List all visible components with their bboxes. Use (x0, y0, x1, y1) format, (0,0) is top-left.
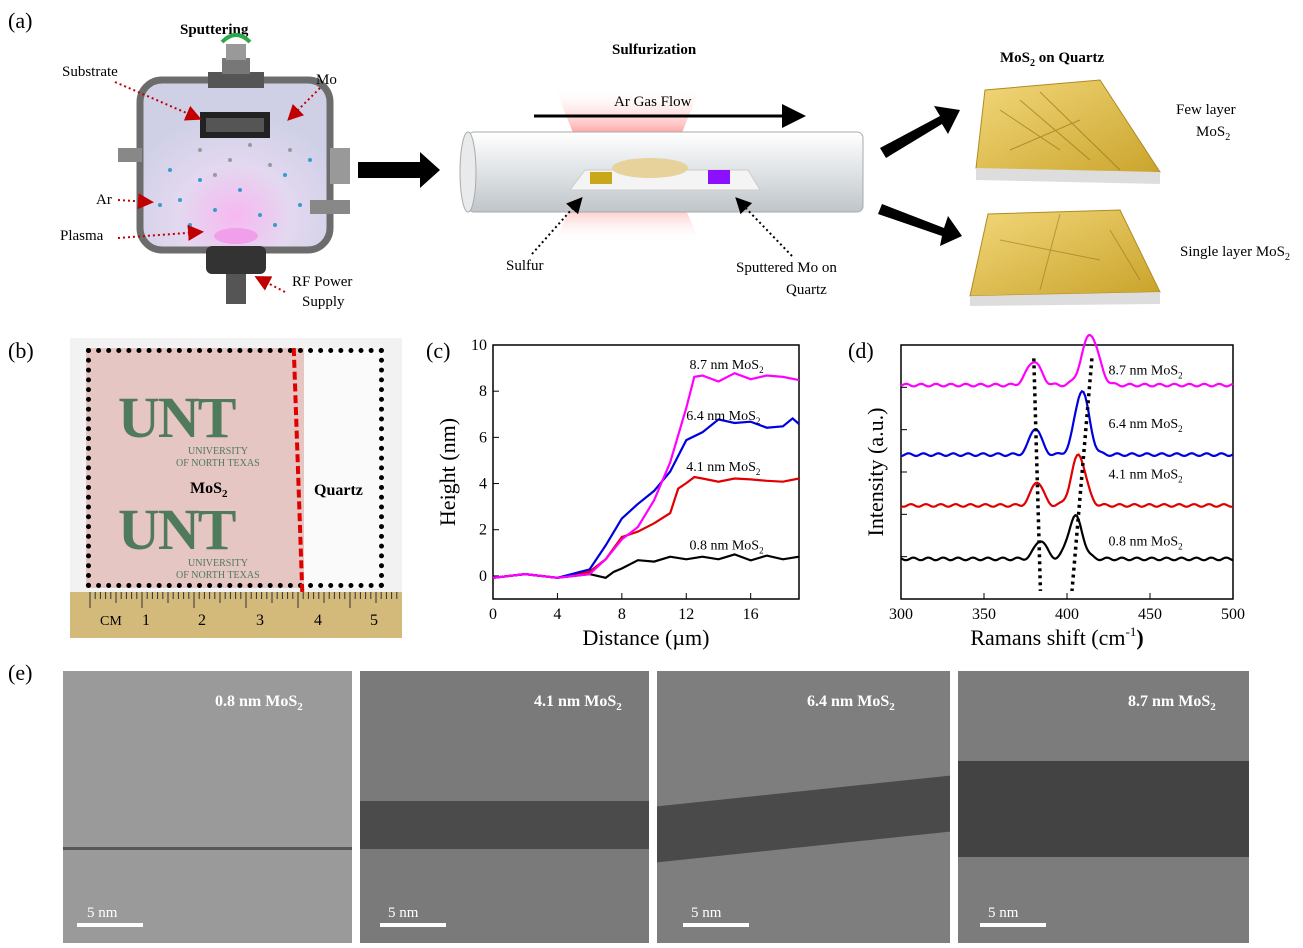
series-annotation-3: 0.8 nm MoS2 (689, 538, 763, 555)
series-annotation-1: 6.4 nm MoS2 (686, 409, 760, 426)
series-annotation-1: 6.4 nm MoS2 (1109, 417, 1183, 434)
plasma-label: Plasma (60, 228, 104, 244)
single-layer-label: Single layer MoS2 (1180, 244, 1290, 263)
y-tick-label: 8 (479, 383, 487, 400)
sulfurization-title: Sulfurization (612, 42, 697, 58)
tem-label-8-7nm: 8.7 nm MoS2 (1128, 693, 1216, 714)
tem-image-8-7nm: 8.7 nm MoS2 5 nm (958, 671, 1249, 943)
tem-image-4-1nm: 4.1 nm MoS2 5 nm (360, 671, 649, 943)
unt-text-top-2: OF NORTH TEXAS (176, 458, 260, 469)
mos2-photo-label: MoS2 (190, 480, 228, 501)
series-line-2 (900, 389, 1234, 458)
tem-image-0-8nm: 0.8 nm MoS2 5 nm (63, 671, 352, 943)
series-line-2 (492, 416, 800, 579)
series-line-0 (492, 553, 800, 579)
series-annotation-3: 0.8 nm MoS2 (1109, 535, 1183, 552)
x-tick-label: 0 (489, 606, 497, 623)
panel-c-label: (c) (426, 338, 451, 363)
x-tick-label: 4 (553, 606, 561, 623)
x-tick-label: 16 (743, 606, 759, 623)
single-layer-mos2-image (969, 209, 1161, 306)
mos2-on-quartz-title: MoS2 on Quartz (1000, 50, 1105, 69)
rf-supply-label: Supply (302, 294, 345, 310)
y-tick-label: 4 (479, 476, 487, 493)
tem-label-4-1nm: 4.1 nm MoS2 (534, 693, 622, 714)
few-layer-mos2-image (975, 79, 1161, 184)
scale-bar-6-4nm (683, 923, 749, 927)
panel-a-illustration (114, 33, 1161, 306)
substrate-label: Substrate (62, 64, 118, 80)
unt-text-bottom-1: UNIVERSITY (188, 558, 248, 569)
ruler-tick-2: 2 (198, 612, 206, 629)
ruler-tick-3: 3 (256, 612, 264, 629)
scale-label-6-4nm: 5 nm (691, 905, 722, 921)
scale-bar-8-7nm (980, 923, 1046, 927)
panel-e-label: (e) (8, 660, 33, 685)
few-layer-mos2-label: MoS2 (1196, 124, 1231, 143)
panel-a-label: (a) (8, 8, 33, 33)
sulfur-label: Sulfur (506, 258, 544, 274)
series-line-1 (492, 475, 800, 579)
series-line-3 (900, 333, 1234, 388)
y-axis-label: Height (nm) (435, 418, 460, 526)
sample-photo: UNT UNIVERSITY OF NORTH TEXAS UNT UNIVER… (70, 338, 402, 638)
series-line-3 (492, 371, 800, 579)
unt-text-top-1: UNIVERSITY (188, 446, 248, 457)
scale-label-0-8nm: 5 nm (87, 905, 118, 921)
series-annotation-0: 8.7 nm MoS2 (1109, 363, 1183, 380)
x-axis-label: Ramans shift (cm-1) (970, 624, 1143, 650)
x-axis-label: Distance (µm) (583, 625, 710, 650)
scale-label-8-7nm: 5 nm (988, 905, 1019, 921)
series-annotation-0: 8.7 nm MoS2 (689, 358, 763, 375)
ruler: CM 1 2 3 4 5 (70, 592, 402, 638)
x-tick-label: 12 (678, 606, 694, 623)
x-tick-label: 350 (972, 606, 996, 623)
quartz-photo-label: Quartz (314, 482, 363, 499)
unt-text-bottom-2: OF NORTH TEXAS (176, 570, 260, 581)
series-line-0 (900, 513, 1234, 562)
furnace-tube (459, 88, 864, 242)
panel-b-label: (b) (8, 338, 34, 363)
ar-label: Ar (96, 192, 112, 208)
ruler-tick-4: 4 (314, 612, 322, 629)
y-tick-label: 10 (471, 337, 487, 354)
tem-label-0-8nm: 0.8 nm MoS2 (215, 693, 303, 714)
x-tick-label: 500 (1221, 606, 1245, 623)
ruler-tick-5: 5 (370, 612, 378, 629)
quartz-label: Quartz (786, 282, 827, 298)
x-tick-label: 300 (889, 606, 913, 623)
scale-bar-0-8nm (77, 923, 143, 927)
series-line-1 (900, 453, 1234, 508)
ruler-cm-label: CM (100, 614, 122, 629)
sputtered-mo-label: Sputtered Mo on (736, 260, 837, 276)
series-annotation-2: 4.1 nm MoS2 (686, 460, 760, 477)
scale-bar-4-1nm (380, 923, 446, 927)
tem-image-6-4nm: 6.4 nm MoS2 5 nm (657, 671, 950, 943)
y-tick-label: 0 (479, 568, 487, 585)
unt-logo-bottom: UNT (118, 497, 236, 562)
peak-guide-line-0 (1032, 358, 1043, 592)
y-axis-label: Intensity (a.u.) (863, 408, 888, 537)
series-annotation-2: 4.1 nm MoS2 (1109, 468, 1183, 485)
few-layer-label: Few layer (1176, 102, 1236, 118)
panel-d-label: (d) (848, 338, 874, 363)
x-tick-label: 400 (1055, 606, 1079, 623)
y-tick-label: 2 (479, 522, 487, 539)
ar-gas-flow-label: Ar Gas Flow (614, 94, 692, 110)
mo-label: Mo (316, 72, 337, 88)
x-tick-label: 8 (618, 606, 626, 623)
peak-guide-line-1 (1070, 358, 1094, 592)
rf-power-label: RF Power (292, 274, 353, 290)
x-tick-label: 450 (1138, 606, 1162, 623)
sputtering-chamber (118, 33, 350, 304)
ruler-tick-1: 1 (142, 612, 150, 629)
scale-label-4-1nm: 5 nm (388, 905, 419, 921)
tem-label-6-4nm: 6.4 nm MoS2 (807, 693, 895, 714)
unt-logo-top: UNT (118, 385, 236, 450)
y-tick-label: 6 (479, 429, 487, 446)
